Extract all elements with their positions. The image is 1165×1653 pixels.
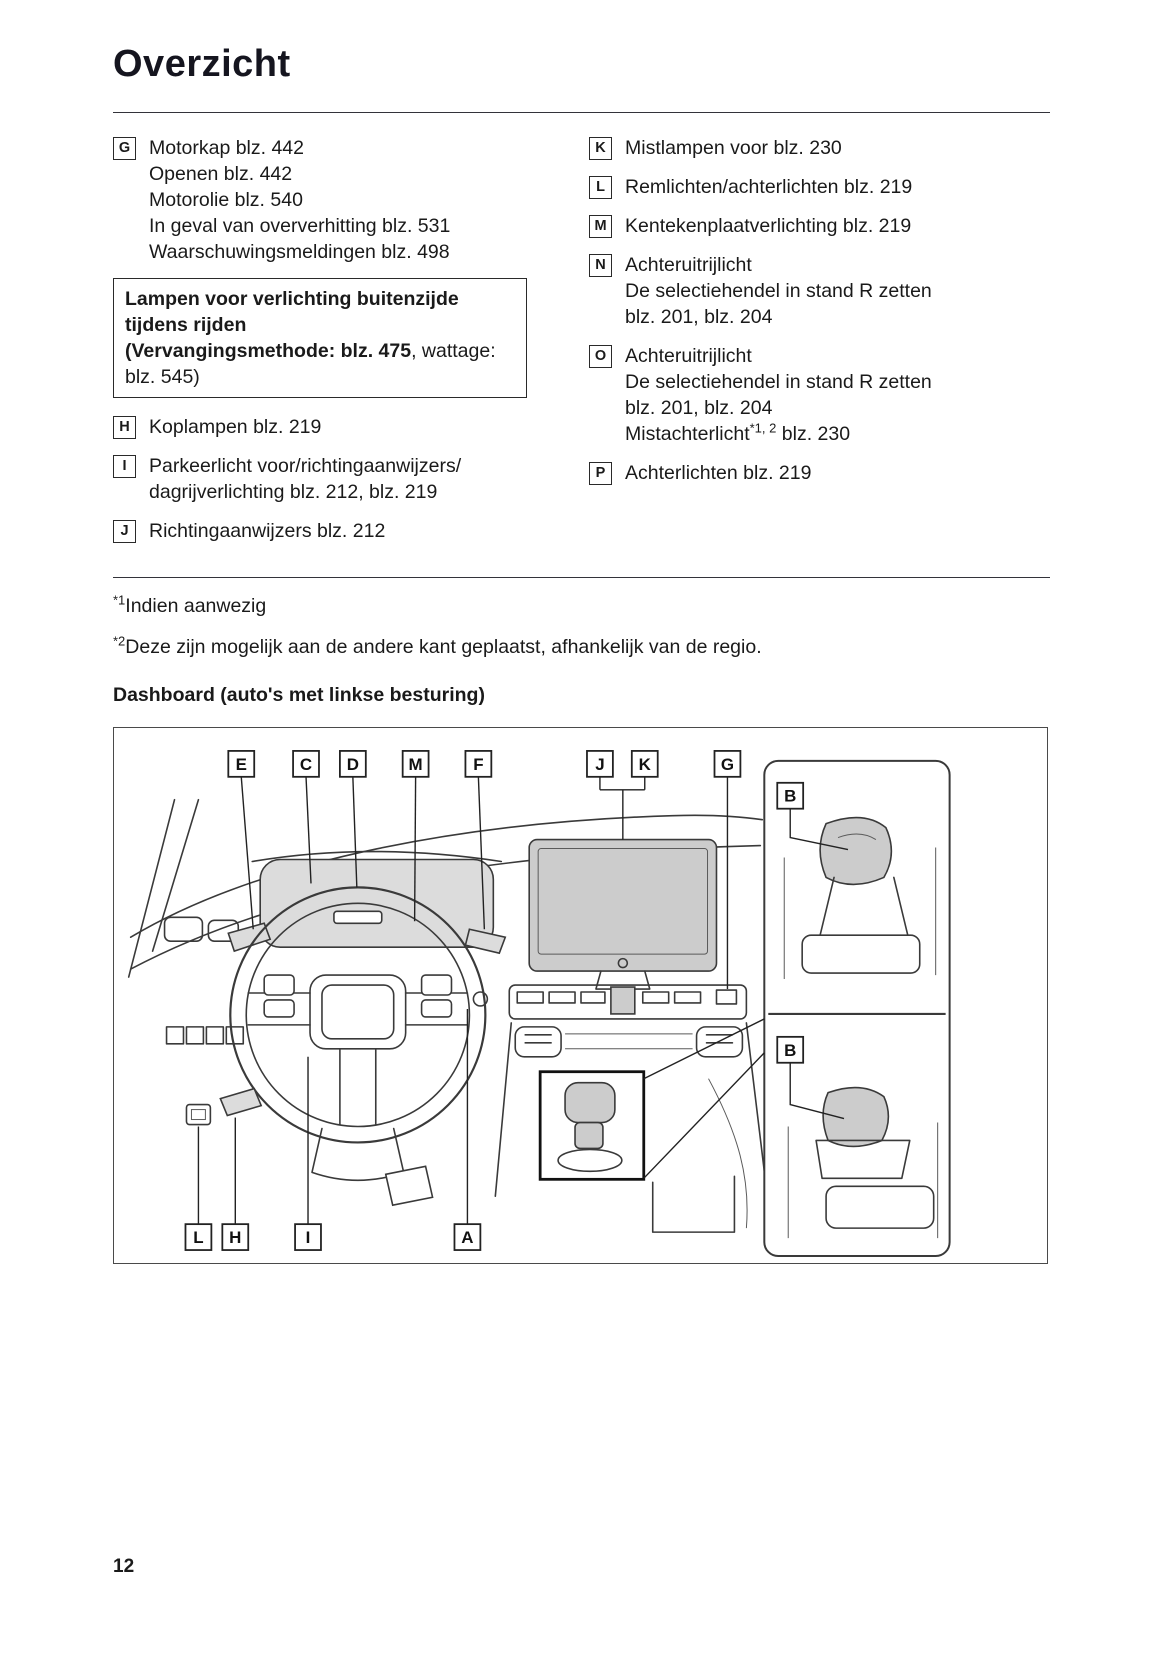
page-title: Overzicht [113,43,291,85]
key-badge-m: M [589,214,612,238]
legend-item-p: P Achterlichten blz. 219 [589,460,1050,486]
callout-f: F [464,749,493,778]
svg-text:F: F [473,755,483,774]
dashboard-heading: Dashboard (auto's met linkse besturing) [113,683,485,706]
svg-text:L: L [193,1228,203,1247]
legend-line: Achteruitrijlicht [625,344,752,367]
legend-item-n: N Achteruitrijlicht De selectiehendel in… [589,252,1050,330]
divider-top [113,111,1050,113]
lamp-replacement-note: Lampen voor verlichting buitenzijde tijd… [113,277,527,398]
dashboard-drawing: E C D M F J K [127,749,951,1257]
legend-line-superscript: Mistachterlicht*1, 2 blz. 230 [625,420,851,445]
legend-line: Achteruitrijlicht [625,253,752,276]
legend-column-left: G Motorkap blz. 442 Openen blz. 442 Moto… [113,135,561,557]
legend-item-l: L Remlichten/achterlichten blz. 219 [589,174,1050,200]
legend: G Motorkap blz. 442 Openen blz. 442 Moto… [113,113,1050,577]
legend-line: Motorolie blz. 540 [149,188,303,211]
key-badge-j: J [113,519,136,543]
legend-line: De selectiehendel in stand R zetten [625,370,932,393]
svg-text:M: M [409,755,423,774]
legend-line: Mistlampen voor blz. 230 [625,136,842,159]
key-badge-k: K [589,136,612,160]
legend-line: blz. 201, blz. 204 [625,305,773,328]
legend-item-g: G Motorkap blz. 442 Openen blz. 442 Moto… [113,135,561,265]
svg-text:G: G [721,755,734,774]
svg-text:D: D [347,755,359,774]
legend-line: De selectiehendel in stand R zetten [625,279,932,302]
svg-text:K: K [639,755,652,774]
key-badge-o: O [589,344,612,368]
legend-line: Koplampen blz. 219 [149,415,322,438]
divider-bottom [113,576,1050,578]
svg-text:A: A [461,1228,473,1247]
callout-b-bottom: B [776,1035,805,1064]
legend-item-k: K Mistlampen voor blz. 230 [589,135,1050,161]
legend-item-i: I Parkeerlicht voor/richtingaanwijzers/ … [113,453,561,505]
callout-k: K [630,749,659,778]
key-badge-p: P [589,461,612,485]
key-badge-i: I [113,454,136,478]
callout-a: A [453,1223,482,1251]
footnote-2: *2Deze zijn mogelijk aan de andere kant … [113,633,762,658]
svg-text:C: C [300,755,312,774]
inset-wedge-lines [643,1018,765,1179]
legend-line: dagrijverlichting blz. 212, blz. 219 [149,480,438,503]
legend-line: In geval van oververhitting blz. 531 [149,214,451,237]
dashboard-diagram: E C D M F J K [113,726,1048,1264]
footnote-1: *1Indien aanwezig [113,592,267,617]
callout-c: C [292,749,320,778]
legend-line: Openen blz. 442 [149,162,293,185]
footnote-marker: *1 [113,592,126,608]
legend-item-m: M Kentekenplaatverlichting blz. 219 [589,213,1050,239]
callout-leader-lines [197,776,849,1224]
key-badge-g: G [113,136,136,160]
callout-m: M [401,749,430,778]
callout-l: L [184,1223,213,1251]
callout-h: H [221,1223,250,1251]
legend-line: Richtingaanwijzers blz. 212 [149,519,386,542]
callout-e: E [227,749,256,778]
note-bold-text: Lampen voor verlichting buitenzijde tijd… [125,287,459,336]
legend-line: Remlichten/achterlichten blz. 219 [625,175,913,198]
svg-text:B: B [784,787,796,806]
callout-j: J [586,749,614,778]
callout-i: I [294,1223,322,1251]
legend-line: Waarschuwingsmeldingen blz. 498 [149,240,450,263]
inset-panel [763,759,951,1257]
legend-line: Parkeerlicht voor/richtingaanwijzers/ [149,454,462,477]
dashboard-sketch [127,798,769,1233]
svg-text:E: E [236,755,247,774]
key-badge-n: N [589,253,612,277]
legend-item-h: H Koplampen blz. 219 [113,414,561,440]
note-bold-method: (Vervangingsmethode: blz. 475 [125,339,412,362]
svg-text:H: H [229,1228,241,1247]
svg-text:B: B [784,1041,796,1060]
callout-b-top: B [776,781,805,810]
legend-line: Achterlichten blz. 219 [625,461,812,484]
svg-text:J: J [595,755,604,774]
callout-d: D [339,749,367,778]
legend-item-o: O Achteruitrijlicht De selectiehendel in… [589,343,1050,447]
legend-line: Kentekenplaatverlichting blz. 219 [625,214,912,237]
legend-item-j: J Richtingaanwijzers blz. 212 [113,518,561,544]
key-badge-l: L [589,175,612,199]
svg-text:I: I [306,1228,311,1247]
page-number: 12 [113,1556,135,1577]
legend-line: blz. 201, blz. 204 [625,396,773,419]
legend-column-right: K Mistlampen voor blz. 230 L Remlichten/… [589,135,1050,557]
callout-g: G [713,749,742,778]
key-badge-h: H [113,415,136,439]
legend-item-text: Motorkap blz. 442 Openen blz. 442 Motoro… [149,135,450,265]
legend-line: Motorkap blz. 442 [149,136,305,159]
footnote-marker: *1, 2 [749,420,777,436]
footnote-marker: *2 [113,633,126,649]
note-normal-text: , wattage: blz. 545) [125,339,496,388]
